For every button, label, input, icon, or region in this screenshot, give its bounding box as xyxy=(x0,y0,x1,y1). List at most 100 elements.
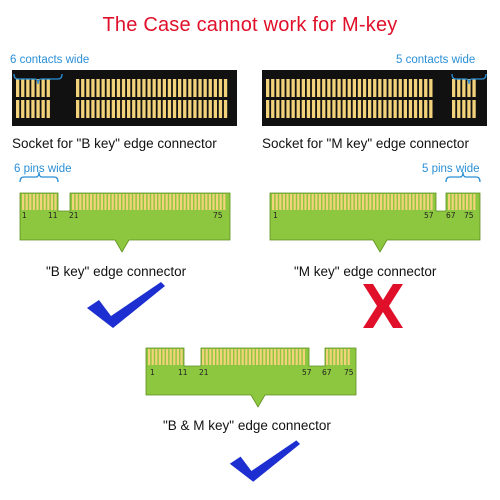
socket-contact xyxy=(86,100,90,118)
socket-contact xyxy=(424,100,428,118)
socket-contact xyxy=(452,79,456,97)
gold-finger xyxy=(282,194,285,210)
b-socket-width-note: 6 contacts wide xyxy=(10,54,90,66)
socket-contact xyxy=(101,79,105,97)
socket-contact xyxy=(162,79,166,97)
pin-label: 67 xyxy=(322,368,332,377)
gold-finger xyxy=(473,194,476,210)
socket-contact xyxy=(157,100,161,118)
gold-finger xyxy=(82,194,85,210)
gold-finger xyxy=(86,194,89,210)
gold-finger xyxy=(36,194,39,210)
socket-contact xyxy=(378,100,382,118)
socket-contact xyxy=(276,79,280,97)
socket-contact xyxy=(347,100,351,118)
socket-contact xyxy=(46,100,50,118)
gold-finger xyxy=(162,194,165,210)
gold-finger xyxy=(202,349,205,365)
socket-contact xyxy=(208,100,212,118)
socket-contact xyxy=(81,100,85,118)
gold-finger xyxy=(219,194,222,210)
gold-finger xyxy=(169,349,172,365)
cross-mark-icon xyxy=(363,284,403,328)
gold-finger xyxy=(100,194,103,210)
socket-contact xyxy=(317,79,321,97)
gold-finger xyxy=(274,349,277,365)
socket-contact xyxy=(317,100,321,118)
socket-contact xyxy=(121,79,126,97)
socket-contact xyxy=(383,79,387,97)
gold-finger xyxy=(270,349,273,365)
width-bracket xyxy=(13,73,63,85)
gold-finger xyxy=(173,349,176,365)
socket-contact xyxy=(167,79,172,97)
socket-contact xyxy=(266,79,270,97)
gold-finger xyxy=(115,194,118,210)
socket-contact xyxy=(388,79,392,97)
gold-finger xyxy=(347,194,350,210)
socket-contact xyxy=(116,79,121,97)
verdict-marks xyxy=(87,282,403,482)
m-socket-width-note: 5 contacts wide xyxy=(396,54,476,66)
gold-finger xyxy=(43,194,46,210)
socket-contact xyxy=(413,79,418,97)
socket-contact xyxy=(332,100,336,118)
gold-finger xyxy=(304,194,307,210)
socket-contact xyxy=(352,79,356,97)
socket-contact xyxy=(172,79,177,97)
socket-contact xyxy=(76,100,80,118)
gold-finger xyxy=(172,194,175,210)
gold-finger xyxy=(380,194,383,210)
gold-finger xyxy=(216,194,219,210)
gold-finger xyxy=(286,194,289,210)
gold-finger xyxy=(122,194,125,210)
socket-contact xyxy=(462,79,466,97)
gold-finger xyxy=(25,194,28,210)
gold-finger xyxy=(336,349,339,365)
gold-finger xyxy=(208,194,211,210)
pin-label: 1 xyxy=(22,211,27,220)
socket-contact xyxy=(337,79,341,97)
gold-finger xyxy=(354,194,357,210)
socket-contact xyxy=(311,79,316,97)
socket-contact xyxy=(281,100,285,118)
gold-finger xyxy=(263,349,266,365)
gold-finger xyxy=(133,194,136,210)
gold-finger xyxy=(40,194,43,210)
gold-finger xyxy=(144,194,147,210)
gold-finger xyxy=(176,349,179,365)
socket-contact xyxy=(457,100,461,118)
gold-finger xyxy=(216,349,219,365)
socket-contact xyxy=(286,79,290,97)
gold-finger xyxy=(318,194,321,210)
socket-contact xyxy=(106,100,110,118)
gold-finger xyxy=(155,349,158,365)
gold-finger xyxy=(162,349,165,365)
gold-finger xyxy=(288,349,291,365)
socket-contact xyxy=(467,79,471,97)
gold-finger xyxy=(448,194,451,210)
socket-contact xyxy=(281,79,285,97)
socket-contact xyxy=(383,100,387,118)
gold-finger xyxy=(412,194,415,210)
socket-contact xyxy=(388,100,392,118)
socket-contact xyxy=(178,79,182,97)
width-bracket xyxy=(445,171,481,183)
gold-finger xyxy=(344,194,347,210)
gold-finger xyxy=(326,349,329,365)
gold-finger xyxy=(408,194,411,210)
gold-finger xyxy=(277,349,280,365)
gold-finger xyxy=(458,194,461,210)
socket-contact xyxy=(183,79,187,97)
socket-contact xyxy=(266,100,270,118)
gold-finger xyxy=(126,194,129,210)
socket-contact xyxy=(291,79,295,97)
gold-finger xyxy=(340,349,343,365)
pin-label: 57 xyxy=(424,211,434,220)
socket-contact xyxy=(203,100,207,118)
gold-finger xyxy=(290,194,293,210)
gold-finger xyxy=(248,349,251,365)
b-connector-caption: "B key" edge connector xyxy=(46,264,187,279)
gold-finger xyxy=(183,194,186,210)
diagram-title: The Case cannot work for M-key xyxy=(102,14,398,36)
